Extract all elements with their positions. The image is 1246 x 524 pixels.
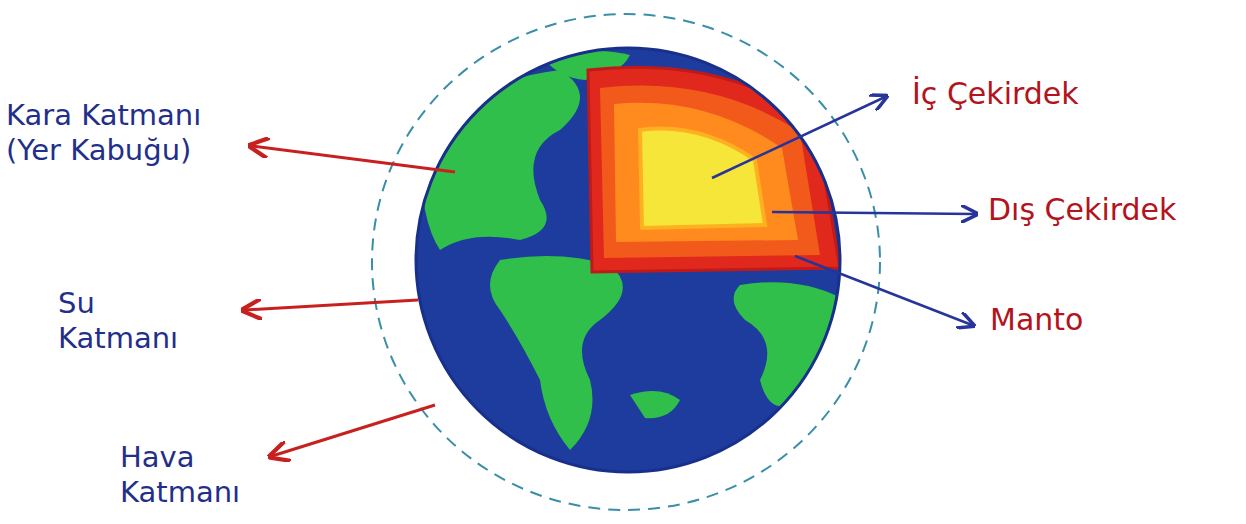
- globe: [416, 48, 845, 472]
- layer-label: Kara Katmanı (Yer Kabuğu): [6, 98, 216, 168]
- atmosphere-outline: [372, 14, 880, 510]
- layer-label: Su Katmanı: [58, 286, 188, 356]
- layer-label: Dış Çekirdek: [988, 192, 1238, 228]
- layer-label: Hava Katmanı: [120, 440, 255, 510]
- layer-label: İç Çekirdek: [912, 76, 1212, 112]
- leader-arrows: [245, 97, 975, 456]
- layer-label: Manto: [990, 302, 1190, 338]
